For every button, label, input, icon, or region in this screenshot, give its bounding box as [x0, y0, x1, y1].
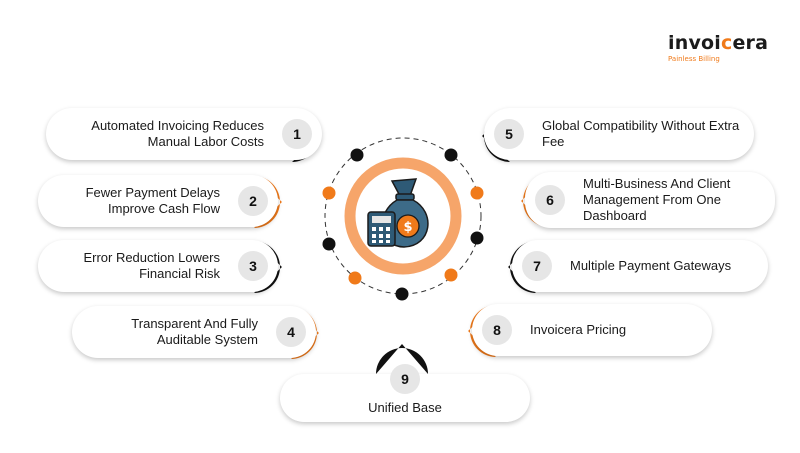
benefit-text: Invoicera Pricing — [530, 322, 627, 337]
benefit-text: Global Compatibility Without Extra Fee — [542, 118, 740, 149]
benefit-number-badge: 7 — [522, 251, 552, 281]
benefit-number-badge: 9 — [390, 364, 420, 394]
benefit-item-2: Fewer Payment Delays Improve Cash Flow 2 — [38, 175, 278, 227]
center-ring — [344, 157, 462, 275]
benefit-text: Automated Invoicing Reduces Manual Labor… — [91, 118, 264, 149]
benefit-item-7: 7 Multiple Payment Gateways — [512, 240, 768, 292]
benefit-number-badge: 4 — [276, 317, 306, 347]
dashed-orbit-ring — [324, 137, 482, 295]
logo-tagline: Painless Billing — [668, 55, 720, 63]
orbit-dot — [444, 148, 458, 162]
benefit-text: Error Reduction Lowers Financial Risk — [83, 250, 220, 281]
benefit-number-badge: 1 — [282, 119, 312, 149]
orbit-dot — [322, 237, 336, 251]
benefit-number-badge: 5 — [494, 119, 524, 149]
benefit-text: Multi-Business And Client Management Fro… — [583, 176, 731, 223]
orbit-dot — [470, 231, 484, 245]
orbit-dot — [395, 287, 409, 301]
benefit-item-4: Transparent And Fully Auditable System 4 — [72, 306, 316, 358]
dollar-sign-icon: $ — [403, 220, 412, 235]
connector-arrow-9 — [376, 344, 428, 374]
calculator-icon — [367, 211, 396, 247]
orbit-dot — [470, 186, 484, 200]
benefit-text: Unified Base — [368, 400, 442, 415]
logo-wordmark: invoicera — [668, 32, 769, 54]
benefit-number-badge: 6 — [535, 185, 565, 215]
orbit-dot — [322, 186, 336, 200]
orbit-dot — [350, 148, 364, 162]
benefit-number-badge: 8 — [482, 315, 512, 345]
benefit-number-badge: 2 — [238, 186, 268, 216]
benefit-text: Fewer Payment Delays Improve Cash Flow — [85, 185, 220, 216]
invoicera-logo: invoicera Painless Billing — [668, 32, 778, 64]
benefit-item-5: 5 Global Compatibility Without Extra Fee — [484, 108, 754, 160]
benefit-number-badge: 3 — [238, 251, 268, 281]
orbit-dot — [444, 268, 458, 282]
benefit-item-6: 6 Multi-Business And Client Management F… — [525, 172, 775, 228]
benefit-text: Transparent And Fully Auditable System — [131, 316, 258, 347]
benefit-item-3: Error Reduction Lowers Financial Risk 3 — [38, 240, 278, 292]
orbit-dot — [348, 271, 362, 285]
benefit-item-8: 8 Invoicera Pricing — [472, 304, 712, 356]
benefit-text: Multiple Payment Gateways — [570, 258, 732, 273]
benefit-item-1: Automated Invoicing Reduces Manual Labor… — [46, 108, 322, 160]
